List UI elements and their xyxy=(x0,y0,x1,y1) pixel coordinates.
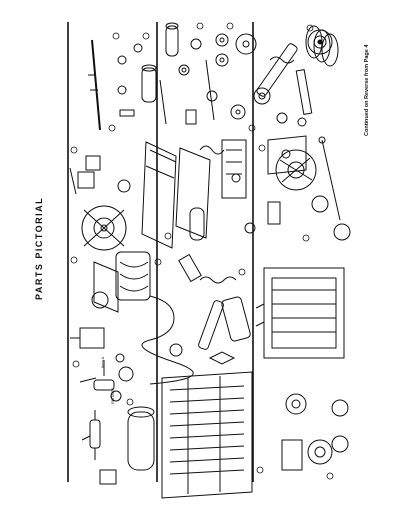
hardware-panel xyxy=(88,22,339,131)
label-item-a: Item A xyxy=(100,356,105,368)
label-rotary: ROTARY xyxy=(110,387,115,404)
switches-panel xyxy=(69,135,351,251)
capacitors-panel xyxy=(79,360,349,499)
coils-panel xyxy=(70,251,345,385)
callout-markers xyxy=(70,22,334,480)
continued-note: Continued on Reverse from Page 4 xyxy=(364,44,370,136)
page-title: PARTS PICTORIAL xyxy=(34,196,44,300)
